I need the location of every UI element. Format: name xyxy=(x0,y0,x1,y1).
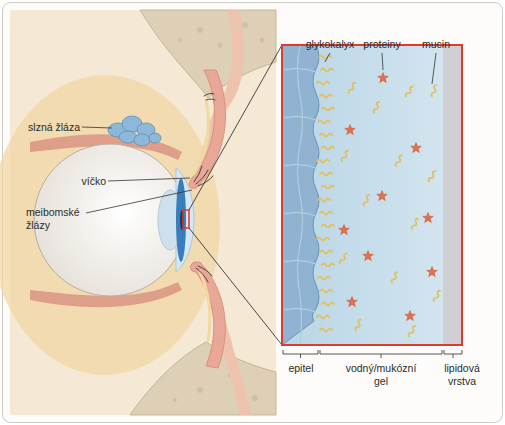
part-label: lipidová vrstva xyxy=(434,362,490,388)
part-label: slzná žláza xyxy=(6,121,80,134)
part-label: glykokalyx xyxy=(296,38,364,51)
part-label: víčko xyxy=(36,175,106,188)
part-label: vodný/mukózní gel xyxy=(341,362,421,388)
part-label: mucin xyxy=(414,38,458,51)
part-label: meibomské žlázy xyxy=(26,206,88,232)
part-label: epitel xyxy=(276,362,326,375)
part-label: proteiny xyxy=(356,38,408,51)
